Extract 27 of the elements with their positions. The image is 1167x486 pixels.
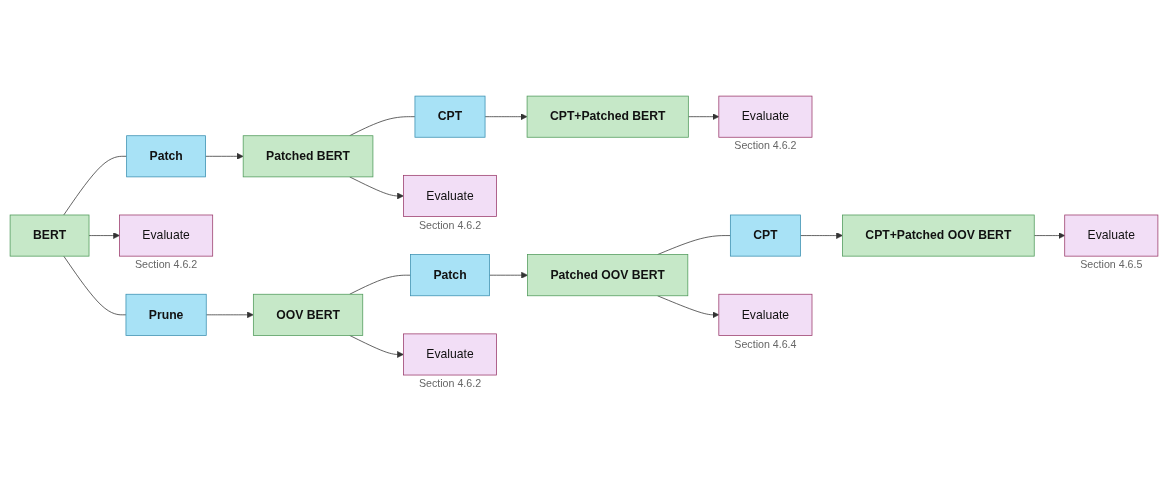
section-caption: Section 4.6.4 [733,337,796,350]
connector [348,116,415,137]
node-box: Patch [409,254,490,297]
connector [62,156,127,216]
node-box: Evaluate [1063,214,1158,257]
node-box: BERT [9,214,89,257]
node-box: Evaluate [402,175,497,218]
node-box: Evaluate [402,333,497,376]
node-box: Evaluate [717,294,812,337]
connector [348,275,411,295]
section-caption: Section 4.6.5 [1079,258,1142,271]
node-box: CPT [414,96,485,138]
section-caption: Section 4.6.2 [733,139,796,152]
node-box: CPT+Patched BERT [526,96,689,138]
node-box: Patch [125,135,206,178]
section-caption: Section 4.6.2 [134,258,197,271]
connector [62,256,126,316]
node-box: OOV BERT [252,294,363,337]
node-box: Evaluate [717,96,812,138]
node-box: Prune [125,294,207,337]
section-caption: Section 4.6.2 [418,377,481,390]
node-box: CPT [729,214,801,257]
node-box: Patched BERT [242,135,373,178]
node-box: Patched OOV BERT [526,254,688,297]
section-caption: Section 4.6.2 [418,219,481,232]
node-box: CPT+Patched OOV BERT [841,214,1035,257]
node-box: Evaluate [118,214,213,257]
